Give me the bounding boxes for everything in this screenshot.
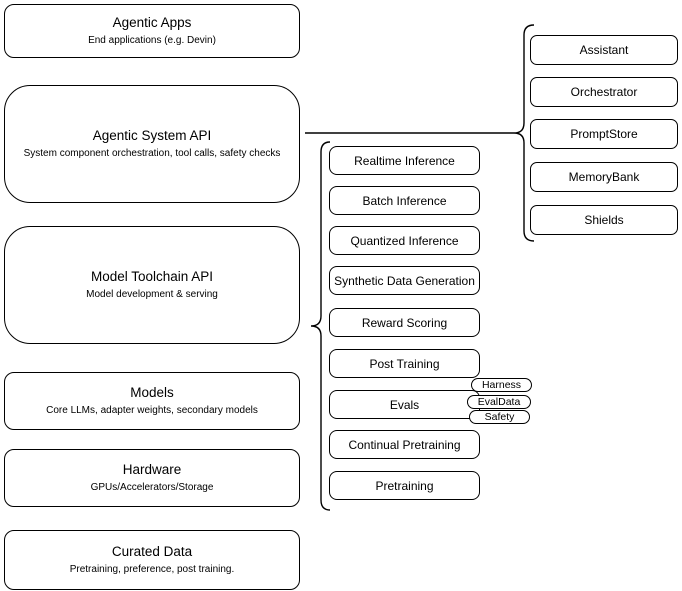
node-label: Realtime Inference — [354, 153, 455, 168]
node-label: Orchestrator — [570, 85, 638, 99]
node-subtitle: GPUs/Accelerators/Storage — [90, 482, 214, 493]
node-subtitle: Core LLMs, adapter weights, secondary mo… — [46, 405, 258, 416]
tag-label: EvalData — [477, 395, 521, 408]
node-label: Batch Inference — [362, 193, 447, 208]
middle-curly-bracket — [310, 141, 331, 511]
node-quantized-inference: Quantized Inference — [329, 226, 480, 255]
node-continual-pretraining: Continual Pretraining — [329, 430, 480, 459]
node-subtitle: System component orchestration, tool cal… — [23, 148, 281, 159]
node-subtitle: Model development & serving — [86, 289, 218, 300]
node-orchestrator: Orchestrator — [530, 77, 678, 107]
node-agentic-apps: Agentic Apps End applications (e.g. Devi… — [4, 4, 300, 58]
node-promptstore: PromptStore — [530, 119, 678, 149]
node-label: Synthetic Data Generation — [334, 273, 475, 288]
node-synthetic-data-generation: Synthetic Data Generation — [329, 266, 480, 295]
node-post-training: Post Training — [329, 349, 480, 378]
node-memorybank: MemoryBank — [530, 162, 678, 192]
node-title: Hardware — [122, 462, 182, 477]
node-assistant: Assistant — [530, 35, 678, 65]
node-evals: Evals — [329, 390, 480, 419]
node-label: Pretraining — [375, 478, 434, 493]
node-pretraining: Pretraining — [329, 471, 480, 500]
node-label: Shields — [584, 213, 624, 227]
node-title: Models — [130, 385, 174, 400]
node-title: Agentic System API — [92, 128, 212, 143]
node-hardware: Hardware GPUs/Accelerators/Storage — [4, 449, 300, 507]
node-shields: Shields — [530, 205, 678, 235]
node-realtime-inference: Realtime Inference — [329, 146, 480, 175]
node-subtitle: Pretraining, preference, post training. — [69, 564, 235, 575]
node-reward-scoring: Reward Scoring — [329, 308, 480, 337]
node-title: Model Toolchain API — [90, 269, 214, 284]
node-label: Continual Pretraining — [348, 437, 461, 452]
tag-evaldata: EvalData — [467, 395, 531, 409]
node-label: Assistant — [579, 43, 629, 57]
node-model-toolchain-api: Model Toolchain API Model development & … — [4, 226, 300, 344]
node-models: Models Core LLMs, adapter weights, secon… — [4, 372, 300, 430]
node-label: Post Training — [369, 356, 440, 371]
node-curated-data: Curated Data Pretraining, preference, po… — [4, 530, 300, 590]
node-subtitle: End applications (e.g. Devin) — [88, 35, 216, 46]
node-label: PromptStore — [570, 127, 638, 141]
node-title: Curated Data — [111, 544, 193, 559]
node-title: Agentic Apps — [112, 15, 192, 30]
node-label: MemoryBank — [568, 170, 640, 184]
tag-harness: Harness — [471, 378, 532, 392]
tag-label: Safety — [484, 410, 515, 423]
node-batch-inference: Batch Inference — [329, 186, 480, 215]
tag-label: Harness — [481, 378, 522, 391]
node-label: Evals — [389, 397, 420, 412]
node-agentic-system-api: Agentic System API System component orch… — [4, 85, 300, 203]
node-label: Quantized Inference — [350, 233, 459, 248]
node-label: Reward Scoring — [361, 315, 448, 330]
tag-safety: Safety — [469, 410, 530, 424]
